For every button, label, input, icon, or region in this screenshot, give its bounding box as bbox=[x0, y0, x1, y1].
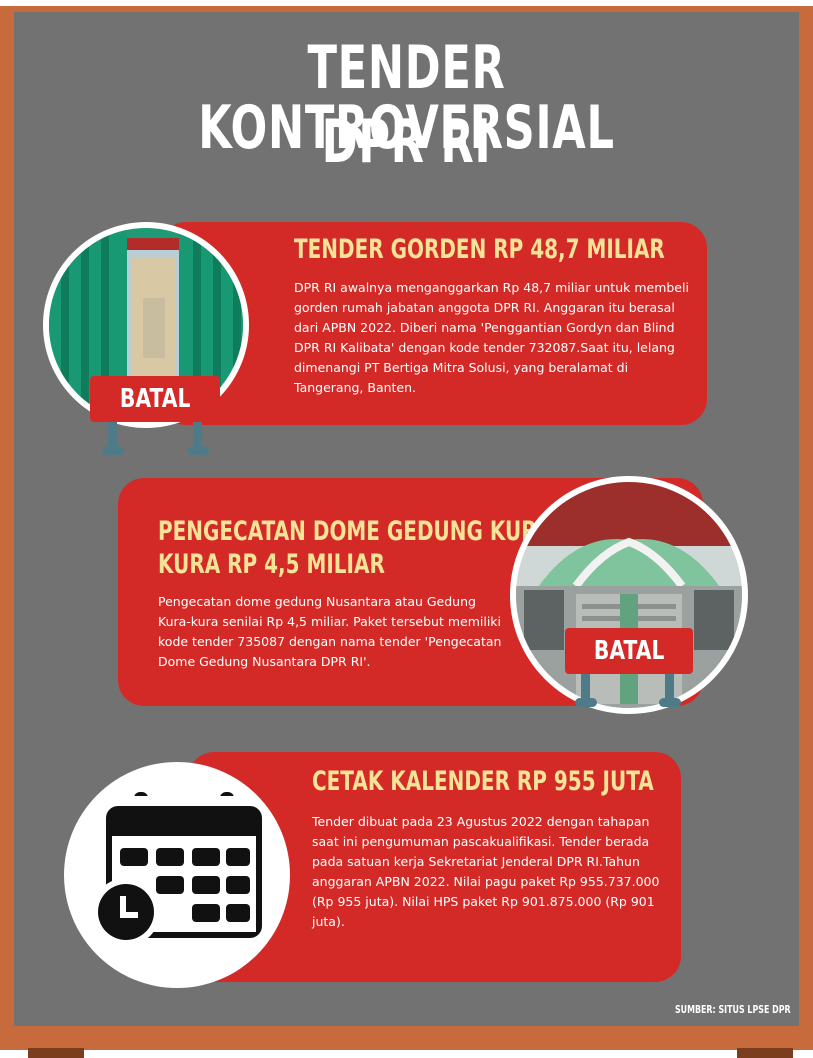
card-dome-body: Pengecatan dome gedung Nusantara atau Ge… bbox=[158, 594, 502, 669]
card-gorden-body: DPR RI awalnya menganggarkan Rp 48,7 mil… bbox=[294, 280, 689, 395]
badge-2-foot-left bbox=[575, 698, 597, 707]
calendar-clock-icon bbox=[64, 762, 290, 988]
card-gorden-title: TENDER GORDEN RP 48,7 MILIAR bbox=[294, 234, 665, 265]
source-credit: SUMBER: SITUS LPSE DPR bbox=[675, 1003, 791, 1016]
badge-1-leg-right bbox=[193, 422, 202, 452]
frame-foot-left bbox=[28, 1048, 84, 1058]
card-gorden bbox=[160, 222, 707, 425]
curtain-window-icon bbox=[43, 222, 249, 428]
page-title-line1: TENDER KONTROVERSIAL bbox=[198, 33, 615, 163]
card-dome-title-line1: PENGECATAN DOME GEDUNG KURA- bbox=[158, 516, 561, 547]
badge-2-leg-right bbox=[665, 674, 674, 704]
badge-2-leg-left bbox=[581, 674, 590, 704]
page-title-line2: DPR RI bbox=[321, 107, 492, 177]
badge-1-foot-left bbox=[102, 446, 124, 455]
card-kalender-body: Tender dibuat pada 23 Agustus 2022 denga… bbox=[312, 814, 660, 929]
batal-badge-2: BATAL bbox=[565, 628, 693, 674]
card-dome-title-line2: KURA RP 4,5 MILIAR bbox=[158, 549, 385, 580]
frame-foot-right bbox=[737, 1048, 793, 1058]
card-kalender-title: CETAK KALENDER RP 955 JUTA bbox=[312, 766, 654, 797]
badge-1-leg-left bbox=[108, 422, 117, 452]
badge-2-foot-right bbox=[659, 698, 681, 707]
badge-1-foot-right bbox=[187, 446, 209, 455]
dome-building-icon bbox=[510, 476, 748, 714]
batal-badge-1: BATAL bbox=[90, 376, 220, 422]
